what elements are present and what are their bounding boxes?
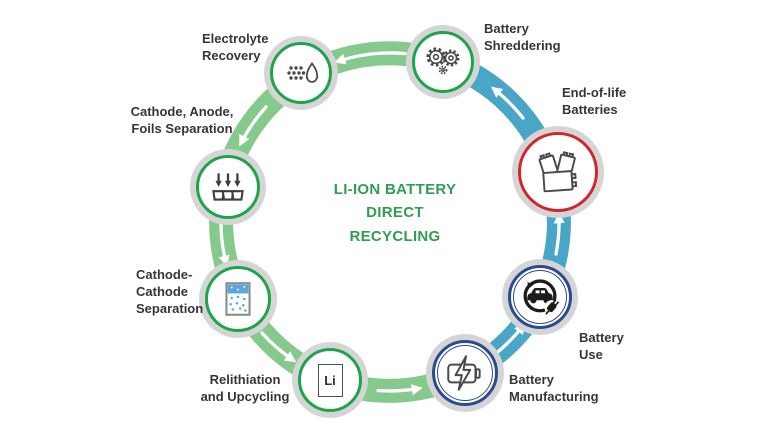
flow-arrow-icon (492, 322, 526, 357)
lithium-box-icon: Li (317, 363, 343, 397)
node-battery-manufacturing (432, 340, 498, 406)
node-cathode-cathode-separation (205, 266, 271, 332)
ev-car-plug-icon (518, 275, 562, 319)
sorting-bins-icon (205, 166, 251, 208)
flow-arrow-icon (376, 384, 423, 396)
diagram-title: LI-ION BATTERY DIRECT RECYCLING (333, 181, 457, 245)
flow-arrow-icon (218, 220, 230, 267)
end-of-life-batteries-icon (532, 146, 584, 198)
battery-lightning-icon (442, 350, 488, 396)
label-battery-manufacturing: Battery Manufacturing (509, 372, 599, 405)
label-battery-use: Battery Use (579, 330, 624, 363)
node-relithiation-and-upcycling: Li (298, 348, 362, 412)
flow-arrow-icon (239, 105, 268, 147)
particles-droplet-icon (279, 53, 323, 93)
flow-arrow-icon (260, 331, 297, 363)
flow-arrow-icon (334, 51, 407, 65)
node-battery-use (508, 265, 572, 329)
lithium-symbol: Li (317, 363, 343, 397)
label-end-of-life-batteries: End-of-life Batteries (562, 85, 627, 118)
node-end-of-life-batteries (518, 132, 598, 212)
node-electrolyte-recovery (270, 42, 332, 104)
settling-tank-icon (217, 278, 259, 320)
label-cathode-anode-foils-separation: Cathode, Anode, Foils Separation (130, 104, 234, 137)
label-relithiation-and-upcycling: Relithiation and Upcycling (200, 372, 290, 405)
label-cathode-cathode-separation: Cathode- Cathode Separation (136, 267, 204, 317)
node-battery-shreddering (412, 31, 474, 93)
gears-icon (421, 42, 465, 82)
node-cathode-anode-foils-separation (196, 155, 260, 219)
flow-arrow-icon (490, 86, 525, 120)
label-electrolyte-recovery: Electrolyte Recovery (202, 31, 269, 64)
label-battery-shreddering: Battery Shreddering (484, 21, 561, 54)
flow-arrow-icon (553, 212, 565, 256)
